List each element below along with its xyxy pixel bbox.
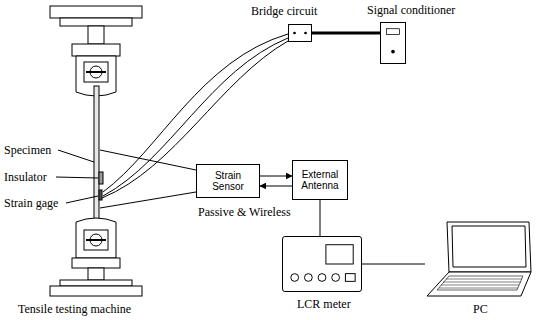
node-heading: PC (473, 302, 488, 316)
node-art (289, 25, 311, 41)
connector (312, 32, 380, 35)
gage-piece (99, 190, 102, 200)
node-heading: LCR meter (297, 297, 351, 311)
insulator-piece (99, 172, 103, 184)
node-text: Strain Sensor (200, 170, 256, 193)
crosshead (50, 6, 142, 18)
node-art (381, 23, 405, 63)
node-heading: Bridge circuit (251, 4, 317, 18)
lcr-meter: LCR meter (282, 236, 362, 292)
connector (260, 176, 292, 177)
node-text: External Antenna (296, 169, 344, 192)
connector (260, 186, 292, 187)
part-label: Specimen (4, 143, 51, 157)
specimen-bar (94, 86, 99, 226)
part-label: Insulator (4, 170, 47, 184)
laptop-pc: PC (425, 220, 535, 300)
bridge-box: Bridge circuit (288, 24, 312, 42)
conditioner-box: Signal conditioner (380, 22, 406, 64)
connector (362, 264, 425, 265)
sensor-box: Strain Sensor (196, 164, 260, 198)
machine-label: Tensile testing machine (18, 302, 131, 316)
part-label: Strain gage (4, 196, 58, 210)
connector (320, 200, 321, 236)
node-art (283, 237, 361, 291)
node-art (425, 220, 535, 300)
antenna-box: External Antenna (292, 160, 348, 200)
note-label: Passive & Wireless (198, 205, 291, 219)
node-heading: Signal conditioner (367, 3, 455, 17)
